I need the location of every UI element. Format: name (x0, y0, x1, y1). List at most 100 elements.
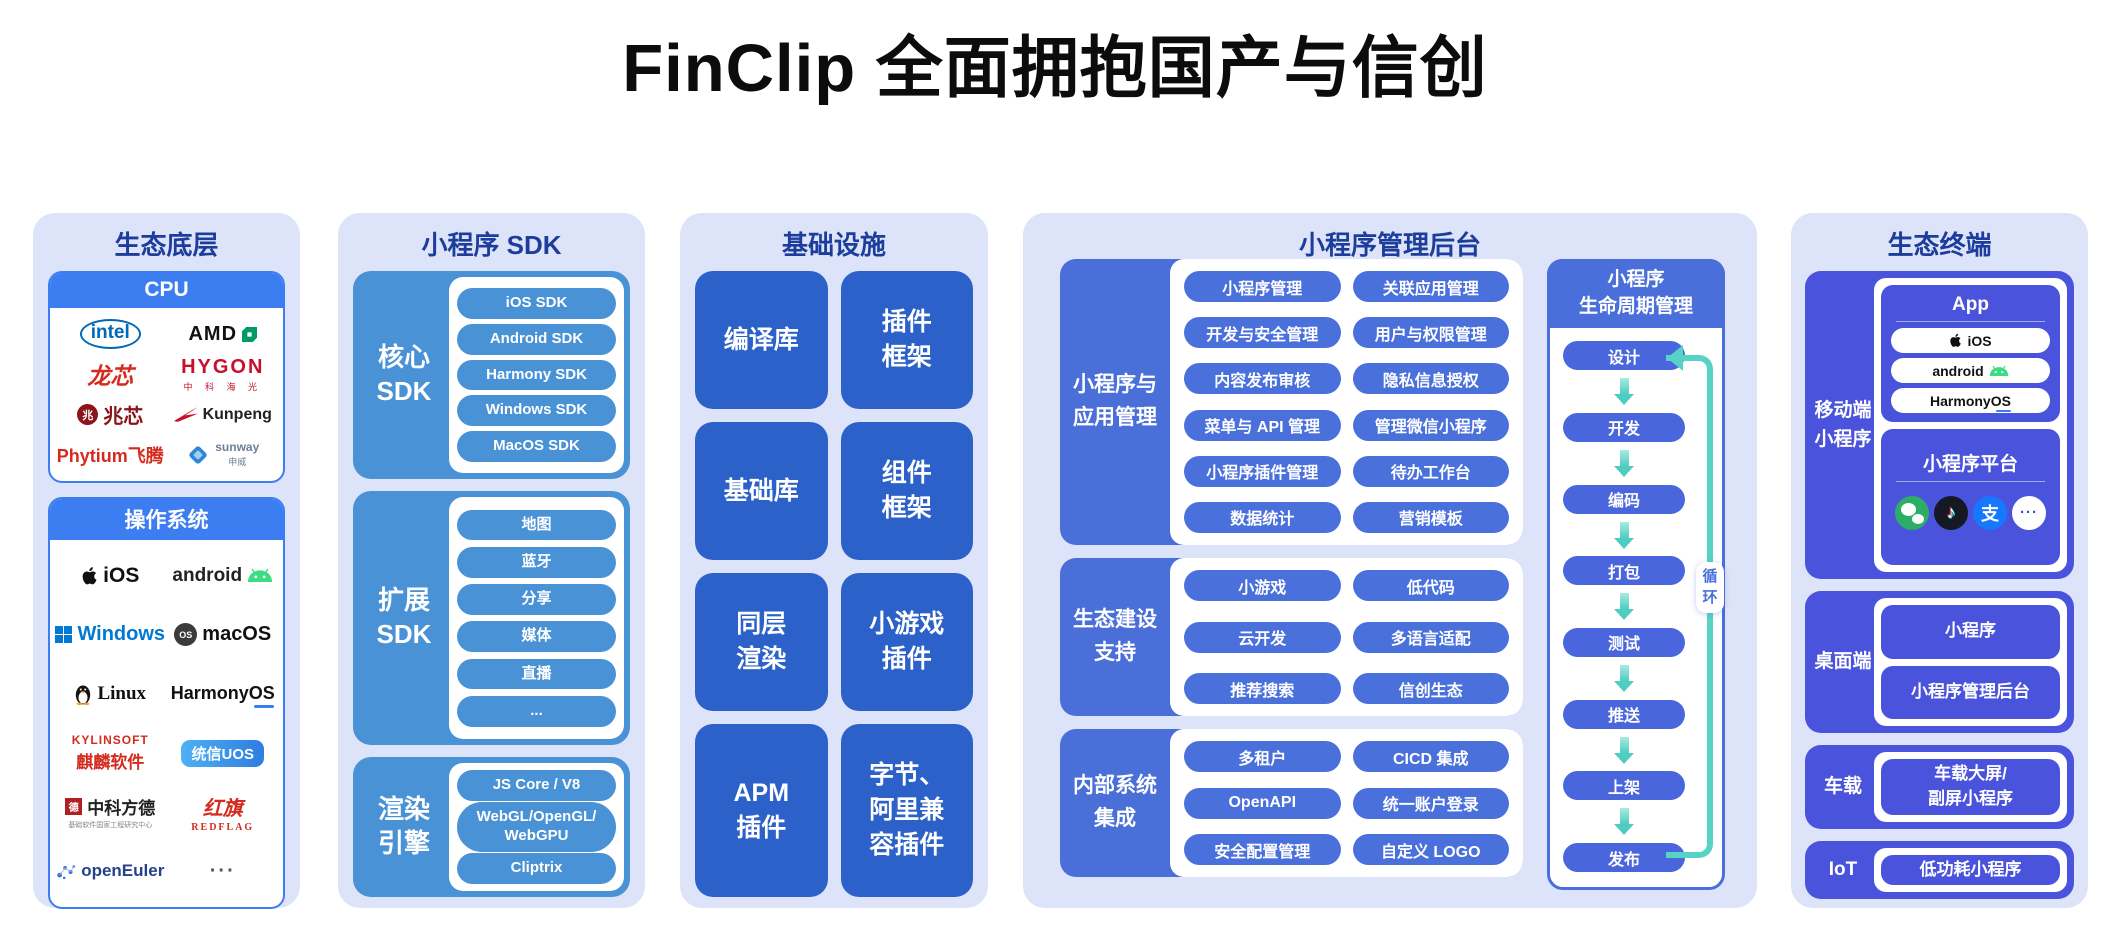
lifecycle-step: 设计 (1563, 341, 1685, 371)
lifecycle-step-wrap: 推送 (1562, 699, 1686, 753)
admin-group-label: 生态建设 支持 (1073, 608, 1157, 664)
lifecycle-step-wrap: 发布 (1562, 843, 1686, 872)
admin-pill: 低代码 (1352, 570, 1509, 601)
iot-panel: 低功耗小程序 (1874, 848, 2067, 892)
admin-pill: 数据统计 (1184, 501, 1341, 533)
windows-icon (55, 626, 73, 644)
admin-group-panel: 小游戏低代码云开发多语言适配推荐搜索信创生态 (1170, 558, 1523, 716)
lifecycle-step: 发布 (1563, 843, 1685, 872)
linux-logo: Linux (74, 683, 146, 705)
platform-icons: ♪ 支 ··· (1891, 488, 2050, 534)
lifecycle-panel: 小程序 生命周期管理 设计 开发 (1547, 259, 1725, 890)
apple-icon (82, 566, 97, 584)
ios-logo: iOS (81, 564, 139, 588)
flow-arrow-down-icon (1619, 378, 1629, 395)
flow-arrow-down-icon (1619, 449, 1629, 466)
eco-base-title: 生态底层 (114, 230, 219, 260)
lifecycle-step-wrap: 编码 (1562, 484, 1686, 538)
sdk-pill: iOS SDK (457, 288, 616, 319)
admin-pill: 安全配置管理 (1184, 834, 1341, 865)
apple-icon (1950, 333, 1962, 347)
vehicle-panel: 车载大屏/ 副屏小程序 (1874, 752, 2067, 822)
sdk-pill: 蓝牙 (457, 546, 616, 578)
terminal-group-iot: IoT 低功耗小程序 (1805, 841, 2074, 899)
infra-box: 同层 渲染 (695, 573, 828, 711)
infra-box: APM 插件 (695, 724, 828, 897)
lifecycle-step-wrap: 上架 (1562, 771, 1686, 825)
sunway-diamond-icon (189, 446, 207, 464)
more-os-logo: ··· (209, 859, 236, 882)
harmonyos-logo: HarmonyOS (170, 683, 275, 709)
android-robot-icon (248, 568, 273, 583)
loongson-logo: 龙芯 (87, 363, 134, 390)
admin-pill: 用户与权限管理 (1352, 317, 1509, 349)
admin-pill: 小程序管理 (1184, 271, 1341, 302)
infra-box: 插件 框架 (840, 271, 973, 409)
platform-card-title: 小程序平台 (1922, 453, 2018, 475)
intel-logo: intel (79, 319, 141, 350)
admin-pill: 信创生态 (1352, 673, 1509, 704)
infra-box: 编译库 (695, 271, 828, 409)
app-pill-android: android (1891, 358, 2050, 383)
lifecycle-body: 设计 开发 编码 (1550, 328, 1724, 887)
loop-arrowhead-icon (1654, 345, 1683, 372)
admin-group-app-management: 小程序与 应用管理 小程序管理关联应用管理开发与安全管理用户与权限管理内容发布审… (1060, 259, 1523, 545)
terminals-title: 生态终端 (1887, 230, 1992, 260)
admin-pill: OpenAPI (1184, 787, 1341, 819)
zhaoxin-badge-icon: 兆 (77, 404, 99, 426)
fangde-badge-icon: 德 (65, 798, 83, 816)
desktop-panel: 小程序小程序管理后台 (1874, 598, 2067, 726)
openeuler-icon (57, 865, 76, 880)
lifecycle-step: 测试 (1563, 627, 1685, 657)
admin-pill: 小游戏 (1184, 570, 1341, 601)
sdk-pill: Cliptrix (457, 853, 616, 884)
lifecycle-step-wrap: 测试 (1562, 627, 1686, 681)
extend-sdk-label: 扩展 SDK (376, 585, 432, 649)
render-engine-label: 渲染 引擎 (377, 794, 430, 858)
flow-arrow-down-icon (1619, 593, 1629, 610)
terminal-group-desktop: 桌面端 小程序小程序管理后台 (1805, 591, 2074, 733)
desktop-box: 小程序管理后台 (1881, 665, 2060, 719)
iot-box: 低功耗小程序 (1881, 855, 2060, 885)
admin-group-label: 小程序与 应用管理 (1073, 373, 1157, 429)
app-card-title: App (1952, 294, 1989, 315)
admin-pill: CICD 集成 (1352, 741, 1509, 772)
sdk-pill: 地图 (457, 509, 616, 541)
lifecycle-step-wrap: 设计 (1562, 341, 1686, 395)
sdk-title: 小程序 SDK (421, 230, 562, 260)
os-card-header: 操作系统 (50, 499, 283, 540)
zhaoxin-logo: 兆兆芯 (77, 400, 143, 429)
infra-box: 字节、 阿里兼 容插件 (840, 724, 973, 897)
admin-pill: 隐私信息授权 (1352, 363, 1509, 395)
sdk-pill: JS Core / V8 (457, 770, 616, 801)
sdk-pill: WebGL/OpenGL/ WebGPU (457, 802, 616, 852)
admin-pill: 多租户 (1184, 741, 1341, 772)
app-card: App iOS android HarmonyOS (1881, 285, 2060, 422)
sdk-pill: 分享 (457, 584, 616, 615)
flow-arrow-down-icon (1619, 736, 1629, 753)
macos-badge-icon: OS (174, 623, 198, 647)
admin-pill: 开发与安全管理 (1184, 317, 1341, 349)
android-logo: android (172, 565, 273, 587)
lifecycle-step: 推送 (1563, 699, 1685, 729)
lifecycle-step-wrap: 开发 (1562, 412, 1686, 466)
extend-sdk-panel: 地图蓝牙分享媒体直播... (449, 497, 624, 739)
admin-pill: 小程序插件管理 (1184, 455, 1341, 487)
alipay-icon: 支 (1973, 495, 2007, 530)
lifecycle-header: 小程序 生命周期管理 (1547, 259, 1725, 329)
sdk-pill: MacOS SDK (457, 431, 616, 462)
column-terminals: 生态终端 移动端 小程序 App iOS android HarmonyOS 小… (1791, 213, 2088, 908)
flow-arrow-down-icon (1619, 808, 1629, 825)
admin-pill: 自定义 LOGO (1352, 834, 1509, 865)
sdk-pill: 直播 (457, 658, 616, 690)
